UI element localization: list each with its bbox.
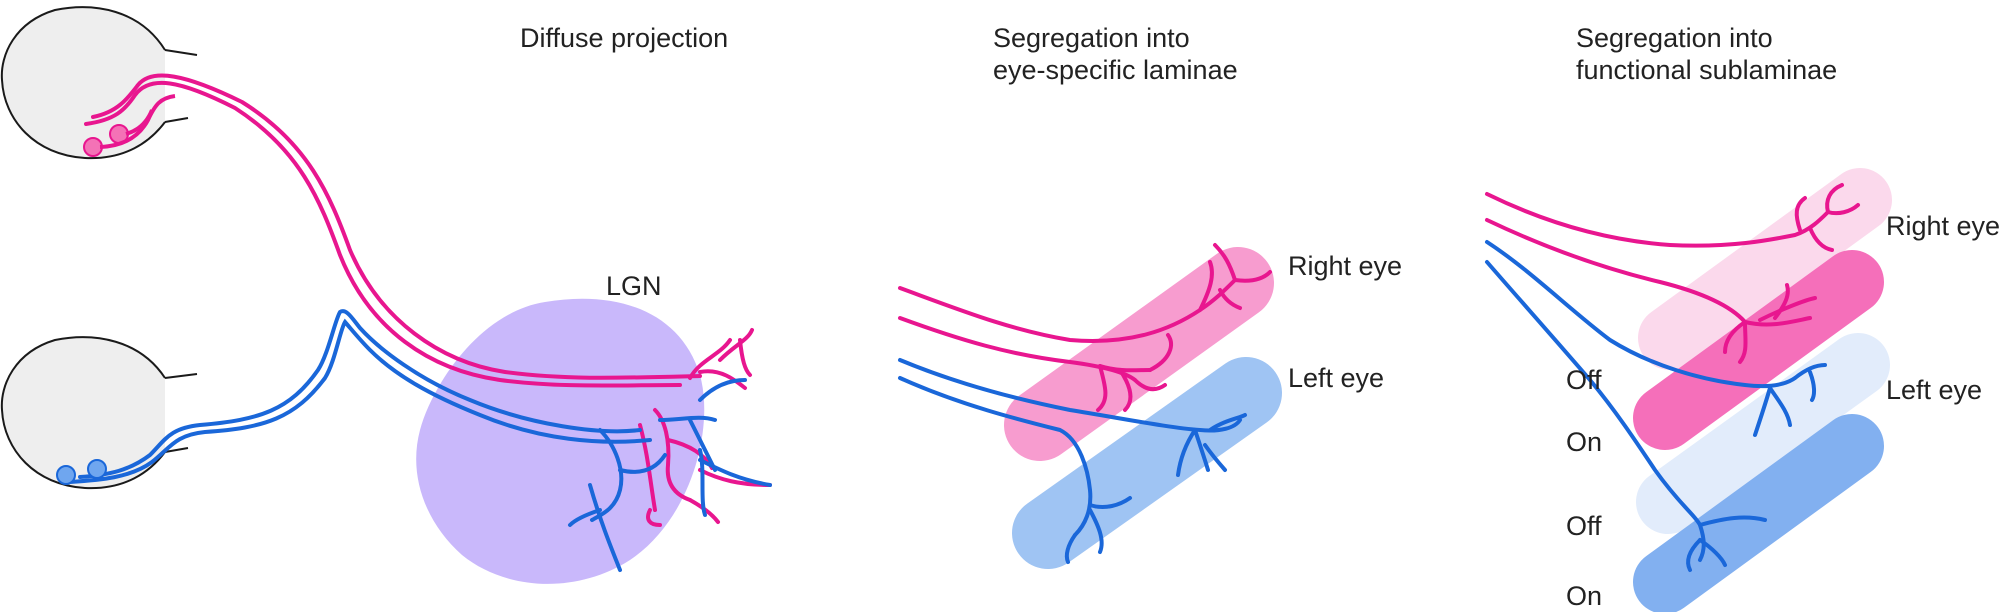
right-eye-axons-functional [1485, 183, 1860, 364]
eye-specific-panel [898, 243, 1282, 569]
sublamina-on-label: On [1566, 427, 1603, 457]
left-eye-cell [87, 459, 107, 479]
left-eye-axons [68, 309, 772, 572]
right-eye-axons [84, 73, 772, 527]
sublamina-off-label: Off [1566, 511, 1602, 541]
left-eye-nerve-stub [164, 373, 198, 453]
left-eye-lamina [1012, 357, 1282, 569]
left-eye-shape [0, 336, 166, 490]
right-eye-nerve-stub [164, 49, 198, 123]
right-eye-shape [0, 6, 166, 160]
functional-title-line1: Segregation into [1576, 23, 1773, 53]
left-eye-off-sublamina [1636, 333, 1890, 534]
lgn-region [416, 298, 705, 584]
right-eye-on-sublamina [1633, 250, 1884, 450]
eye-specific-title-line2: eye-specific laminae [993, 55, 1238, 85]
right-eye [0, 6, 198, 160]
functional-panel [1485, 168, 1892, 612]
eye-specific-right-eye-label: Right eye [1288, 251, 1403, 281]
left-eye [0, 336, 198, 490]
functional-left-eye-label: Left eye [1886, 375, 1983, 405]
right-eye-cell [83, 137, 103, 157]
functional-right-eye-label: Right eye [1886, 211, 2001, 241]
eye-specific-left-eye-label: Left eye [1288, 363, 1385, 393]
eye-specific-title-line1: Segregation into [993, 23, 1190, 53]
right-eye-off-sublamina [1638, 168, 1892, 370]
sublamina-off-label: Off [1566, 365, 1602, 395]
functional-title-line2: functional sublaminae [1576, 55, 1838, 85]
left-eye-axons-segregated [898, 358, 1247, 564]
diffuse-projection-title: Diffuse projection [520, 23, 729, 53]
diffuse-projection-panel [0, 6, 772, 584]
left-eye-axons-functional [1485, 240, 1827, 572]
lgn-label: LGN [606, 271, 662, 301]
right-eye-axons-segregated [898, 243, 1272, 412]
left-eye-on-sublamina [1633, 414, 1884, 612]
sublamina-on-label: On [1566, 581, 1603, 611]
left-eye-cell [56, 465, 76, 485]
